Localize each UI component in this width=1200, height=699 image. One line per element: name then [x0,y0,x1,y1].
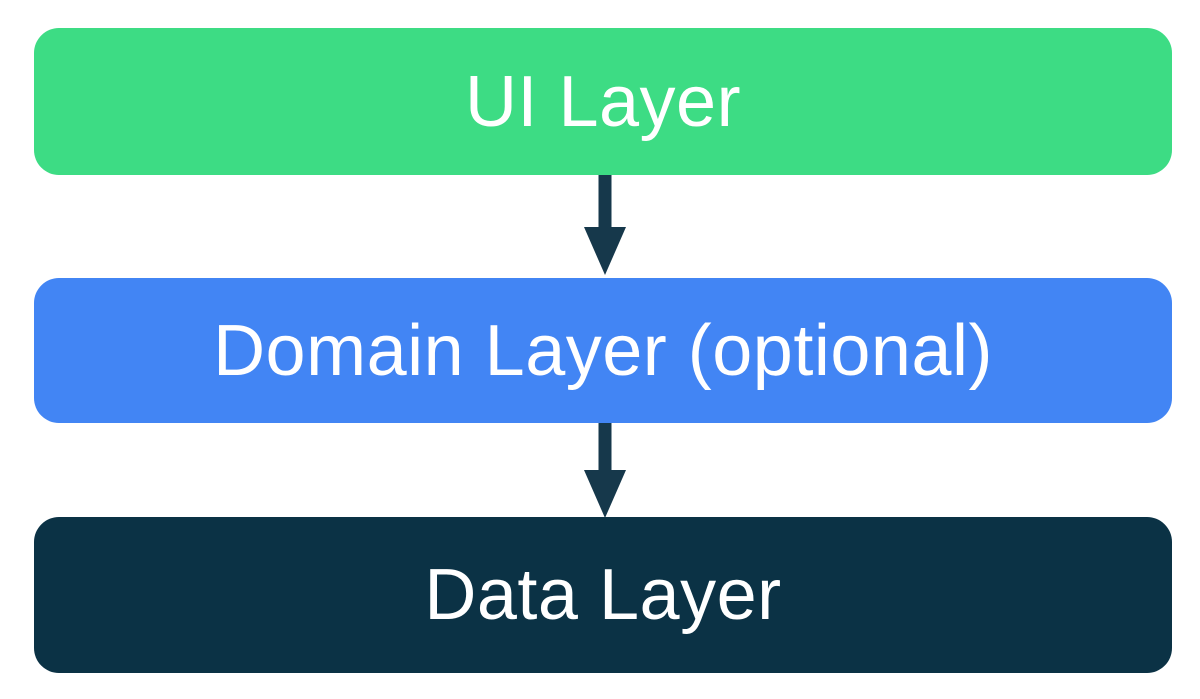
domain-layer-box: Domain Layer (optional) [34,278,1172,423]
arrow-down-icon [584,423,626,518]
ui-layer-box: UI Layer [34,28,1172,175]
data-layer-box: Data Layer [34,517,1172,673]
data-layer-label: Data Layer [424,555,782,635]
domain-layer-label: Domain Layer (optional) [213,310,993,391]
arrow-down-icon [584,175,626,275]
ui-layer-label: UI Layer [464,61,742,142]
